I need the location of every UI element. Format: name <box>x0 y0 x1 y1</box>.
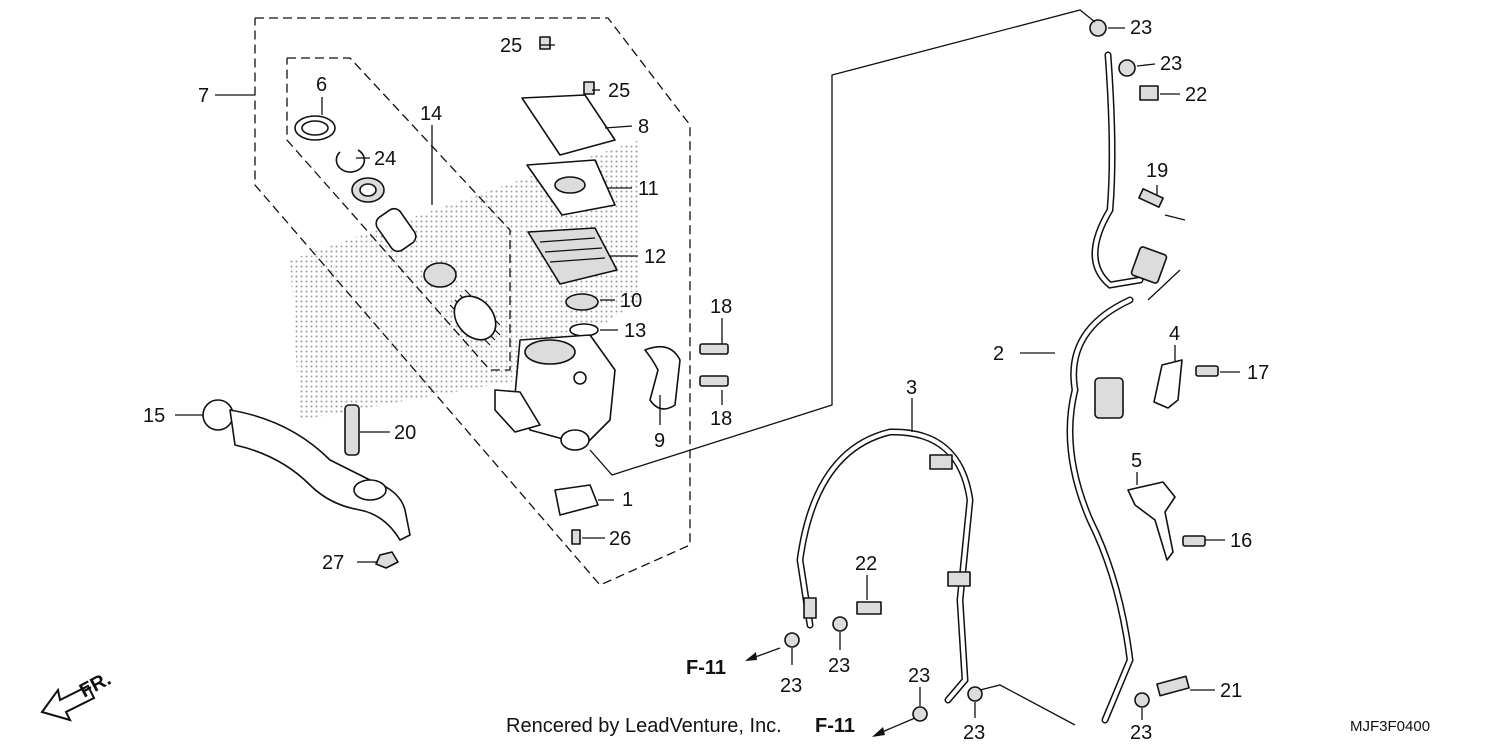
master-cylinder-body <box>494 334 616 451</box>
callout-23-mid[interactable]: 23 <box>828 655 850 677</box>
switch-1 <box>554 484 599 545</box>
callout-27[interactable]: 27 <box>322 552 344 574</box>
callout-23-hose3-lower[interactable]: 23 <box>963 722 985 744</box>
callout-15[interactable]: 15 <box>143 405 165 427</box>
callout-3[interactable]: 3 <box>906 377 917 399</box>
assembly-14-box <box>286 57 511 371</box>
callout-23-hose3-upper[interactable]: 23 <box>908 665 930 687</box>
callout-19[interactable]: 19 <box>1146 160 1168 182</box>
credit-text: Rencered by LeadVenture, Inc. <box>506 715 782 737</box>
callout-21[interactable]: 21 <box>1220 680 1242 702</box>
brake-lever <box>202 399 411 569</box>
callout-23-top[interactable]: 23 <box>1130 17 1152 39</box>
callout-5[interactable]: 5 <box>1131 450 1142 472</box>
leader-lines <box>175 27 1240 737</box>
callout-8[interactable]: 8 <box>638 116 649 138</box>
reference-f11-left[interactable]: F-11 <box>686 657 726 679</box>
callout-9[interactable]: 9 <box>654 430 665 452</box>
hardware <box>539 19 1190 722</box>
callout-1[interactable]: 1 <box>622 489 633 511</box>
callout-10[interactable]: 10 <box>620 290 642 312</box>
bracket-4 <box>1153 359 1219 409</box>
callout-25-top[interactable]: 25 <box>500 35 522 57</box>
callout-18-lower[interactable]: 18 <box>710 408 732 430</box>
front-arrow-icon: FR. <box>40 668 115 722</box>
callout-12[interactable]: 12 <box>644 246 666 268</box>
piston-kit <box>294 115 501 346</box>
callout-23-second[interactable]: 23 <box>1160 53 1182 75</box>
callout-14[interactable]: 14 <box>420 103 442 125</box>
callouts: 1 2 3 4 5 6 7 8 9 10 11 12 13 14 15 16 1… <box>143 17 1269 744</box>
connector-lines <box>589 9 1186 726</box>
brake-hose-3 <box>796 428 974 704</box>
reference-f11-bottom[interactable]: F-11 <box>815 715 855 737</box>
callout-25-second[interactable]: 25 <box>608 80 630 102</box>
callout-18-upper[interactable]: 18 <box>710 296 732 318</box>
callout-22-upper[interactable]: 22 <box>1185 84 1207 106</box>
callout-26[interactable]: 26 <box>609 528 631 550</box>
bracket-5 <box>1127 481 1206 561</box>
brake-hose-2 <box>1066 51 1168 724</box>
callout-23-hose2-lower[interactable]: 23 <box>1130 722 1152 744</box>
callout-24[interactable]: 24 <box>374 148 396 170</box>
callout-2[interactable]: 2 <box>993 343 1004 365</box>
assembly-7-box <box>215 17 691 586</box>
callout-4[interactable]: 4 <box>1169 323 1180 345</box>
callout-22-lower[interactable]: 22 <box>855 553 877 575</box>
callout-20[interactable]: 20 <box>394 422 416 444</box>
clamp-and-bolts <box>644 343 729 410</box>
callout-7[interactable]: 7 <box>198 85 209 107</box>
callout-23-left[interactable]: 23 <box>780 675 802 697</box>
callout-13[interactable]: 13 <box>624 320 646 342</box>
callout-16[interactable]: 16 <box>1230 530 1252 552</box>
reservoir-parts <box>521 94 618 337</box>
diagram-code: MJF3F0400 <box>1350 718 1430 735</box>
callout-6[interactable]: 6 <box>316 74 327 96</box>
callout-11[interactable]: 11 <box>638 178 659 200</box>
callout-17[interactable]: 17 <box>1247 362 1269 384</box>
